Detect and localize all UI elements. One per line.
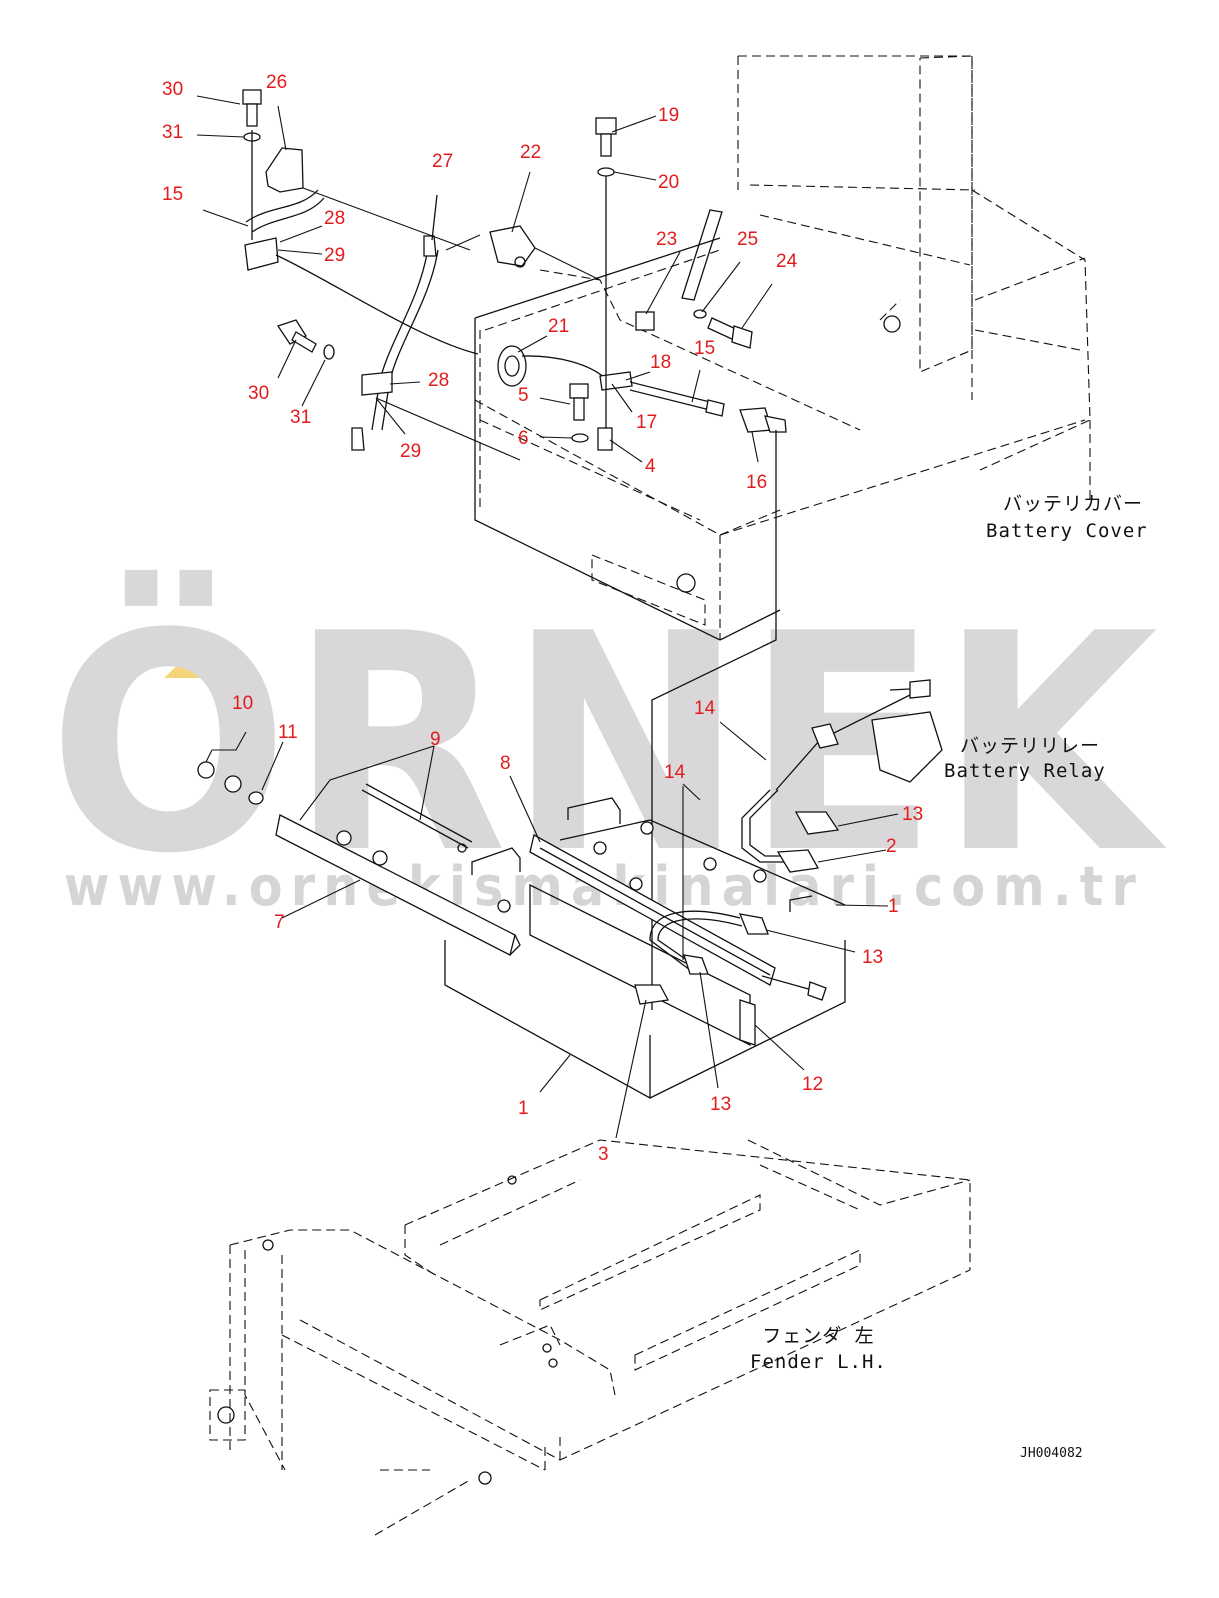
callout-23: 23	[656, 229, 677, 250]
callout-5: 5	[518, 385, 529, 406]
callout-21: 21	[548, 316, 569, 337]
callout-2: 2	[886, 836, 897, 857]
fender-label: フェンダ 左 Fender L.H.	[750, 1323, 887, 1375]
battery-cover-assembly	[474, 55, 1091, 641]
callout-15-b: 15	[694, 338, 715, 359]
battery-cover-label-en: Battery Cover	[986, 520, 1148, 542]
callout-14: 14	[694, 698, 716, 719]
callout-28-b: 28	[428, 370, 449, 391]
callout-10: 10	[232, 693, 253, 714]
frame-fender	[209, 1139, 971, 1536]
callout-6: 6	[518, 428, 529, 449]
battery-assembly	[197, 679, 943, 1100]
callout-7: 7	[274, 912, 285, 933]
callout-13: 13	[902, 804, 923, 825]
battery-relay-label-en: Battery Relay	[944, 760, 1106, 782]
callout-13-c: 13	[710, 1094, 731, 1115]
watermark-accent-left	[108, 655, 160, 678]
callout-1: 1	[888, 896, 899, 917]
callout-25: 25	[737, 229, 758, 250]
callout-8: 8	[500, 753, 511, 774]
callout-11: 11	[278, 722, 298, 743]
callout-numbers: 30 26 31 15 28 29 27 22 19 20 23 25 24 2…	[162, 72, 923, 1165]
callout-30: 30	[162, 79, 183, 100]
leader-lines	[196, 95, 899, 1139]
callout-14-b: 14	[664, 762, 686, 783]
callout-28: 28	[324, 208, 345, 229]
callout-19: 19	[658, 105, 679, 126]
callout-17: 17	[636, 412, 657, 433]
callout-27: 27	[432, 151, 453, 172]
callout-3: 3	[598, 1144, 609, 1165]
callout-24: 24	[776, 251, 798, 272]
callout-13-b: 13	[862, 947, 883, 968]
callout-31: 31	[162, 122, 183, 143]
callout-15: 15	[162, 184, 183, 205]
callout-18: 18	[650, 352, 671, 373]
upper-parts	[242, 89, 787, 1010]
callout-29: 29	[324, 245, 345, 266]
battery-relay-label-jp: バッテリリレー	[960, 735, 1100, 757]
callout-29-b: 29	[400, 441, 421, 462]
callout-1-b: 1	[518, 1098, 529, 1119]
callout-9: 9	[430, 729, 441, 750]
watermark-brand: ÖRNEK	[48, 567, 1169, 919]
fender-label-en-text: Fender L.H.	[750, 1351, 887, 1373]
callout-4: 4	[645, 456, 656, 477]
fender-label-jp-text: フェンダ 左	[762, 1325, 875, 1347]
callout-26: 26	[266, 72, 287, 93]
drawing-code: JH004082	[1020, 1446, 1083, 1461]
reference-labels: バッテリカバー Battery Cover バッテリリレー Battery Re…	[944, 493, 1148, 1461]
watermark: ÖRNEK www.ornekismakinalari.com.tr	[48, 567, 1169, 919]
callout-12: 12	[802, 1074, 823, 1095]
watermark-accent-right	[164, 655, 210, 678]
callout-22: 22	[520, 142, 541, 163]
callout-30-b: 30	[248, 383, 269, 404]
callout-31-b: 31	[290, 407, 311, 428]
callout-16: 16	[746, 472, 767, 493]
battery-cover-label-jp: バッテリカバー	[1003, 493, 1143, 515]
callout-20: 20	[658, 172, 679, 193]
